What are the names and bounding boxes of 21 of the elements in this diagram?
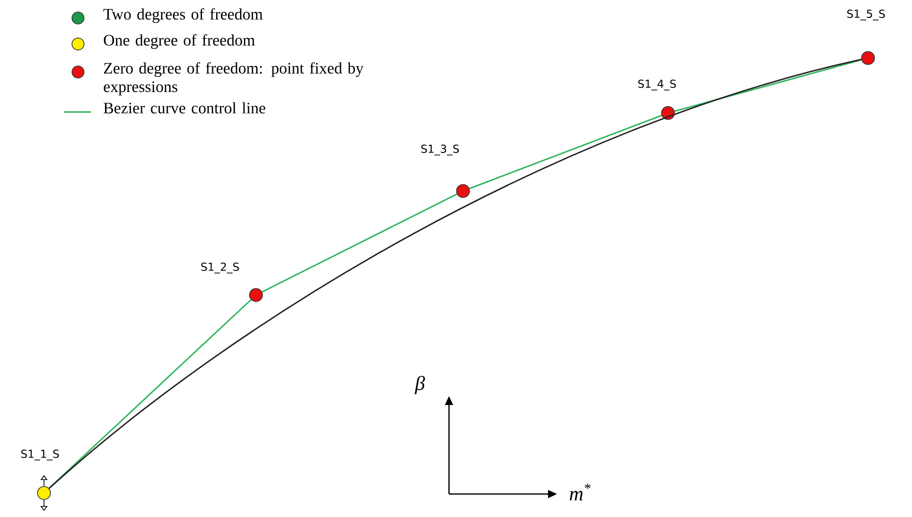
point-label: S1_3_S: [421, 144, 459, 156]
legend-text: Zero degree of freedom: point fixed by expressions: [104, 62, 364, 96]
point-label: S1_1_S: [21, 450, 59, 460]
point-label: S1_4_S: [638, 80, 676, 90]
control-point: [861, 51, 875, 65]
axis-label: m$^{*}$: [570, 484, 590, 500]
control-line: [469, 114, 662, 190]
control-line: [674, 59, 862, 112]
legend-text: Two degrees of freedom: [103, 8, 263, 23]
legend-text: One degree of freedom: [104, 34, 255, 49]
control-line: [48, 299, 252, 489]
point-label: S1_2_S: [201, 262, 239, 274]
control-point: [249, 288, 263, 302]
axis-label: β: [414, 376, 425, 394]
control-point: [661, 106, 675, 120]
point-label: S1_5_S: [847, 10, 885, 20]
control-point: [37, 486, 51, 500]
bezier-curve: [48, 58, 862, 489]
legend-text: Bezier curve control line: [104, 102, 266, 114]
control-point: [456, 184, 470, 198]
control-line: [262, 193, 458, 293]
